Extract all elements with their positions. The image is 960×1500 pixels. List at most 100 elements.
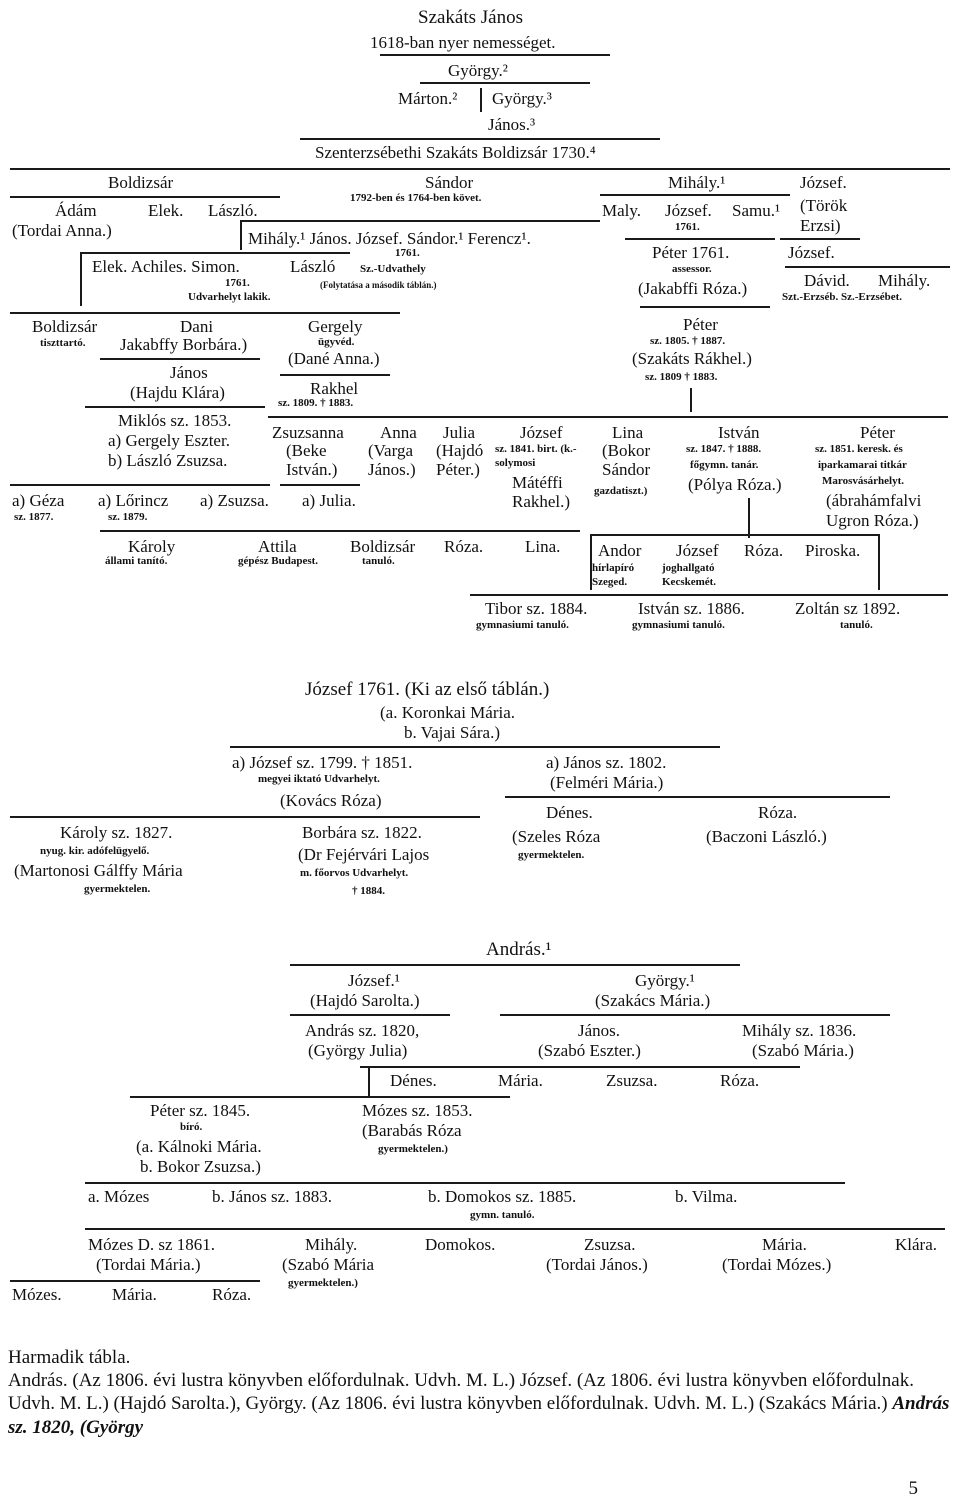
- tree3-mozes-note: gyermektelen.): [378, 1143, 448, 1155]
- tree1-gergely: Gergely: [308, 317, 363, 336]
- tree3-szakacs-maria: (Szakács Mária.): [595, 991, 711, 1010]
- tree2-fejervari: (Dr Fejérvári Lajos: [298, 845, 430, 864]
- tree1-zoltan: Zoltán sz 1892.: [795, 599, 901, 618]
- tree1-gen5: Szenterzsébethi Szakáts Boldizsár 1730.⁴: [315, 143, 596, 162]
- tree1-peter2-dates: sz. 1805. † 1887.: [650, 335, 726, 347]
- tree2-baczoni: (Baczoni László.): [706, 827, 827, 846]
- tree1-jakabffi-roza: (Jakabffi Róza.): [638, 279, 748, 298]
- tree3-janos: János.: [578, 1021, 621, 1040]
- tree2-felmeri-maria: (Felméri Mária.): [550, 773, 664, 792]
- tree3-maria3: Mária.: [112, 1285, 157, 1304]
- tree1-ugyved: ügyvéd.: [318, 336, 355, 348]
- tree1-david: Dávid.: [804, 271, 850, 290]
- tree1-jozsef-1761: 1761.: [395, 247, 420, 259]
- tree1-beke-istvan: (Beke István.): [286, 441, 338, 479]
- tree1-dane-anna: (Dané Anna.): [288, 349, 380, 368]
- tree1-jozsef4: József: [520, 423, 563, 442]
- tree1-istvan: István: [718, 423, 760, 442]
- tree1-boldizsar3-note: tanuló.: [362, 555, 395, 567]
- tree1-mateffi-rakhel: Mátéffi Rakhel.): [512, 473, 571, 511]
- tree3-mozes3: Mózes.: [12, 1285, 62, 1304]
- tree1-zoltan-note: tanuló.: [840, 619, 873, 631]
- tree1-polya-roza: (Pólya Róza.): [688, 475, 782, 494]
- tree3-klara: Klára.: [895, 1235, 938, 1254]
- tree3-zsuzsa2: Zsuzsa.: [584, 1235, 636, 1254]
- tree1-tiszttarto: tiszttartó.: [40, 337, 86, 349]
- tree1-szakats-rakhel: (Szakáts Rákhel.): [632, 349, 752, 368]
- tree1-marosvasarhelyt: Marosvásárhelyt.: [822, 475, 904, 487]
- tree1-gen3-b: György.³: [492, 89, 552, 108]
- tree3-barabas: (Barabás Róza: [362, 1121, 462, 1140]
- tree1-tordai-anna: (Tordai Anna.): [12, 221, 112, 240]
- tree1-attila: Attila: [258, 537, 297, 556]
- tree1-tibor: Tibor sz. 1884.: [485, 599, 588, 618]
- tree1-geza-yr: sz. 1877.: [14, 511, 54, 523]
- tree2-denes: Dénes.: [546, 803, 593, 822]
- caption-text: András. (Az 1806. évi lustra könyvben el…: [8, 1370, 914, 1415]
- tree1-gen2: György.²: [448, 61, 508, 80]
- tree1-karoly-note: állami tanító.: [105, 555, 168, 567]
- tree1-jozsef5-note: joghallgató Kecskemét.: [662, 562, 717, 589]
- tree1-istvan2: István sz. 1886.: [638, 599, 745, 618]
- caption-title: Harmadik tábla.: [8, 1347, 131, 1368]
- tree1-geza: a) Géza: [12, 491, 65, 510]
- tree3-b-domokos: b. Domokos sz. 1885.: [428, 1187, 577, 1206]
- tree1-sandor: Sándor: [425, 173, 474, 192]
- tree1-adam: Ádám: [55, 201, 97, 220]
- tree1-sandor-note: 1792-ben és 1764-ben követ.: [350, 192, 482, 204]
- tree3-b-janos: b. János sz. 1883.: [212, 1187, 332, 1206]
- tree3-gyorgy-julia: (György Julia): [308, 1041, 408, 1060]
- tree1-elek-row: Elek. Achiles. Simon.: [92, 257, 240, 276]
- tree3-szabo-maria: (Szabó Mária.): [752, 1041, 854, 1060]
- tree1-peter3: Péter: [860, 423, 895, 442]
- tree1-fogymn-tanar: főgymn. tanár.: [690, 459, 759, 471]
- tree1-hajdu-klara: (Hajdu Klára): [130, 383, 225, 402]
- tree1-elek: Elek.: [148, 201, 184, 220]
- tree1-laszlo: László.: [208, 201, 258, 220]
- tree3-tordai-janos: (Tordai János.): [546, 1255, 648, 1274]
- tree2-kovacs-roza: (Kovács Róza): [280, 791, 382, 810]
- tree1-julia: Julia: [443, 423, 476, 442]
- tree1-dani: Dani: [180, 317, 214, 336]
- tree1-szakats-rakhel-dates: sz. 1809 † 1883.: [645, 371, 718, 383]
- tree1-rakhel: Rakhel: [310, 379, 359, 398]
- tree3-roza3: Róza.: [212, 1285, 252, 1304]
- tree1-jozsef5: József: [676, 541, 719, 560]
- tree2-szeles-roza: (Szeles Róza: [512, 827, 601, 846]
- tree1-abrahamfalvi: (ábrahámfalvi: [826, 491, 922, 510]
- tree1-peter2: Péter: [683, 315, 718, 334]
- tree2-fejervari-death: † 1884.: [352, 885, 385, 897]
- tree1-andor-note: hírlapíró Szeged.: [592, 562, 635, 589]
- tree2-janos: a) János sz. 1802.: [546, 753, 667, 772]
- tree1-jozsef2: József.: [665, 201, 712, 220]
- tree3-roza: Róza.: [720, 1071, 760, 1090]
- tree1-torok-erzsi: (Török Erzsi): [800, 196, 848, 235]
- tree1-jozsef: József.: [800, 173, 847, 192]
- tree2-jozsef: a) József sz. 1799. † 1851.: [232, 753, 413, 772]
- tree1-miklos: Miklós sz. 1853.: [118, 411, 232, 430]
- tree3-a-mozes: a. Mózes: [88, 1187, 150, 1206]
- tree1-roza: Róza.: [444, 537, 484, 556]
- tree3-zsuzsa: Zsuzsa.: [606, 1071, 658, 1090]
- tree3-maria: Mária.: [498, 1071, 543, 1090]
- tree2-wife-a: (a. Koronkai Mária.: [380, 703, 516, 722]
- tree2-borbara: Borbára sz. 1822.: [302, 823, 422, 842]
- tree1-boldizsar3: Boldizsár: [350, 537, 416, 556]
- tree2-fejervari-note: m. főorvos Udvarhelyt.: [300, 867, 409, 879]
- tree3-bokor-zsuzsa: b. Bokor Zsuzsa.): [140, 1157, 261, 1176]
- tree2-gyermektelen: gyermektelen.: [84, 883, 151, 895]
- tree1-lorincz-yr: sz. 1879.: [108, 511, 148, 523]
- tree1-root: Szakáts János: [418, 7, 524, 28]
- tree3-maria2: Mária.: [762, 1235, 807, 1254]
- tree2-karoly-note: nyug. kir. adófelügyelő.: [40, 845, 150, 857]
- tree1-zsuzsanna: Zsuzsanna: [272, 423, 344, 442]
- tree1-peter3-note: sz. 1851. keresk. és: [815, 443, 903, 455]
- tree3-mozes: Mózes sz. 1853.: [362, 1101, 473, 1120]
- tree1-anna: Anna: [380, 423, 417, 442]
- tree1-attila-note: gépész Budapest.: [238, 555, 319, 567]
- caption-emphasis: András sz. 1820, (György: [8, 1393, 950, 1438]
- tree1-sandor-kids: Mihály.¹ János. József. Sándor.¹ Ferencz…: [248, 229, 531, 248]
- tree1-laszlo2: László: [290, 257, 336, 276]
- tree1-andor: Andor: [598, 541, 642, 560]
- tree1-peter-1761: Péter 1761.: [652, 243, 730, 262]
